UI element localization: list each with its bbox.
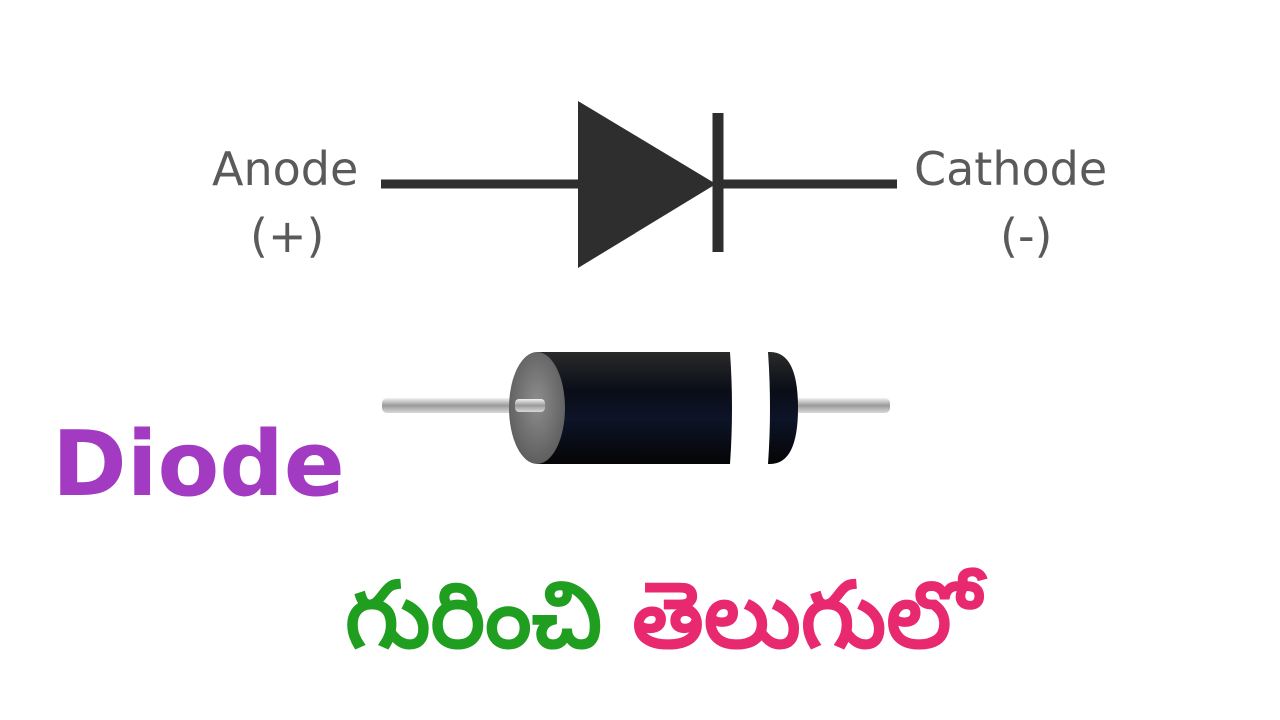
lead-end-stub [515,399,545,412]
cathode-label: Cathode [914,142,1108,196]
cathode-band [730,352,770,464]
telugu-word-in-telugu: తెలుగులో [632,562,981,669]
left-lead [382,398,542,413]
right-lead [790,398,890,413]
cathode-polarity: (-) [1000,209,1053,263]
telugu-word-about: గురించి [345,562,603,669]
anode-label: Anode [212,142,359,196]
anode-polarity: (+) [250,209,325,263]
title-diode: Diode [52,412,345,517]
telugu-subtitle: గురించి తెలుగులో [345,565,981,666]
diode-triangle [578,101,716,268]
diode-component-icon [382,352,890,464]
diode-symbol-icon [381,101,897,268]
